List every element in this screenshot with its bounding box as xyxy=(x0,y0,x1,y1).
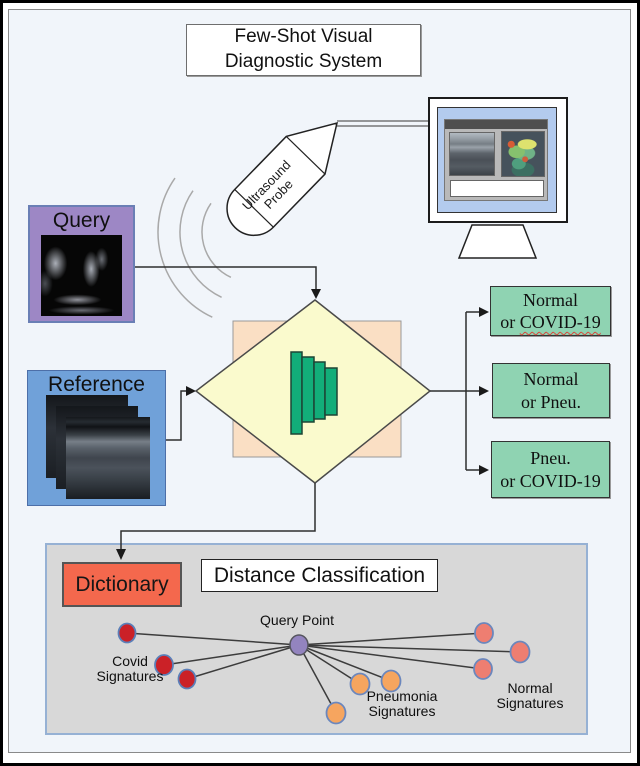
query-box: Query xyxy=(28,205,135,323)
outcome-box-pneu-covid: Pneu. or COVID-19 xyxy=(491,441,610,498)
query-point-label: Query Point xyxy=(260,612,334,628)
title-line-1: Few-Shot Visual xyxy=(234,26,373,48)
outcome-line: or Pneu. xyxy=(521,391,581,412)
pneumonia-signatures-label: Pneumonia Signatures xyxy=(366,688,438,719)
reference-box: Reference xyxy=(27,370,166,506)
outcome-box-normal-pneu: Normal or Pneu. xyxy=(492,363,610,418)
outcome-line: or COVID-19 xyxy=(500,312,601,332)
monitor-app-window xyxy=(444,119,548,201)
reference-label: Reference xyxy=(48,373,145,396)
dictionary-box: Dictionary xyxy=(62,562,182,607)
monitor xyxy=(428,97,568,223)
query-label: Query xyxy=(52,209,111,232)
dictionary-label: Dictionary xyxy=(75,572,169,596)
screen-ultrasound-image xyxy=(449,132,495,176)
normal-signatures-label: Normal Signatures xyxy=(496,680,564,711)
covid-signatures-label: Covid Signatures xyxy=(96,653,164,684)
distance-classification-box: Distance Classification xyxy=(201,559,438,592)
app-text-field xyxy=(450,180,544,197)
outcome-box-normal-covid: Normal or COVID-19 xyxy=(490,286,611,336)
outcome-line: Pneu. xyxy=(530,448,571,468)
outcome-line: or COVID-19 xyxy=(500,470,601,491)
distance-classification-label: Distance Classification xyxy=(213,563,426,587)
outcome-line: Normal xyxy=(523,369,579,389)
title-box: Few-Shot Visual Diagnostic System xyxy=(186,24,421,76)
outcome-line: Normal xyxy=(523,289,578,310)
monitor-screen xyxy=(437,107,557,213)
app-title-bar xyxy=(445,120,547,129)
query-ultrasound-image xyxy=(41,235,122,316)
screen-heatmap-image xyxy=(501,131,545,177)
title-line-2: Diagnostic System xyxy=(224,51,383,72)
reference-image-front xyxy=(66,417,150,499)
